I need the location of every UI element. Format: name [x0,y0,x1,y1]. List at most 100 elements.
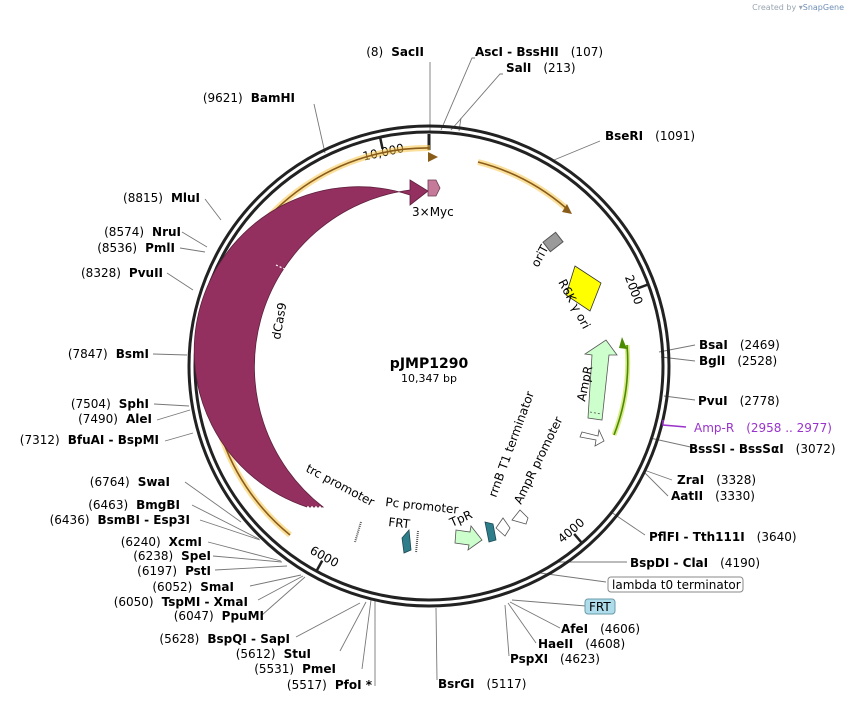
site-label-bsai: BsaI (2469) [699,338,780,352]
r6k-ori-box [565,265,602,312]
feature-label-3xmyc: 3×Myc [412,205,454,219]
site-label-mlui: (8815)MluI [123,191,200,205]
site-position: (7490) [78,412,118,426]
trc-promoter-mark [354,521,362,543]
tick-label: 2000 [622,273,646,307]
site-enzyme-name: PvuII [129,266,163,280]
site-enzyme-name: PfoI * [335,678,373,692]
site-label-bamhi: (9621)BamHI [203,91,295,105]
dcas9-dash [275,264,292,273]
site-position: (4623) [560,652,600,666]
site-enzyme-name: MluI [171,191,200,205]
site-label-afei: AfeI (4606) [561,622,640,636]
site-label-bseri: BseRI(1091) [605,129,695,143]
site-label-nrui: (8574) NruI [104,225,181,239]
feature-label-dcas9: dCas9 [269,301,289,340]
site-position: (4606) [600,622,640,636]
site-enzyme-name: SphI [119,397,149,411]
tick-mark [636,283,649,290]
site-label-alei: (7490)AleI [78,412,152,426]
credit-prefix: Created by [752,3,797,12]
site-enzyme-name: PvuI [698,394,728,408]
frt-box-label: FRT [589,600,611,614]
site-label-bspqi: (5628) BspQI - SapI [159,632,290,646]
lambda-t0-terminator-label: lambda t0 terminator [612,578,741,592]
site-position: (4608) [585,637,625,651]
site-position: (6238) [133,549,173,563]
site-position: (6436) [50,513,90,527]
site-position: (2778) [740,394,780,408]
site-enzyme-name: PpuMI [222,609,264,623]
site-label-bfuai: (7312)BfuAI - BspMI [20,433,159,447]
site-position: (2528) [737,354,777,368]
ampr-dash [589,411,602,415]
site-position: (7504) [71,397,111,411]
site-label-zrai: ZraI (3328) [677,473,756,487]
site-position: (6764) [90,475,130,489]
ampr-promoter-small-shape [495,517,511,537]
site-enzyme-name: BspQI - SapI [207,632,290,646]
site-enzyme-name: PmlI [145,241,175,255]
site-enzyme-name: ZraI [677,473,704,487]
rrnb-terminator-shape [511,509,529,525]
site-position: (3328) [716,473,756,487]
site-position: (3330) [715,489,755,503]
site-position: (5628) [159,632,199,646]
site-enzyme-name: XcmI [169,535,202,549]
site-position: (8328) [81,266,121,280]
site-label-pmei: (5531) PmeI [254,662,336,676]
site-position: (3640) [757,530,797,544]
site-enzyme-name: SwaI [138,475,170,489]
ampr-orf-head [619,337,627,349]
site-enzyme-name: BsmI [116,347,149,361]
site-enzyme-name: SpeI [181,549,211,563]
site-enzyme-name: BspDI - ClaI [630,556,708,570]
tick-mark [315,560,324,572]
site-label-bsmi: (7847)BsmI [68,347,149,361]
orf-arrow-head-right [562,204,572,214]
tick-mark [378,136,384,150]
site-position: (4190) [720,556,760,570]
frt-box [584,598,616,615]
site-position: (6052) [152,580,192,594]
site-position: (5531) [254,662,294,676]
site-leader-lines [152,57,696,686]
site-label-pfoi: (5517)PfoI * [287,678,373,692]
lambda-t0-box [607,576,744,593]
ampr-orf-line [613,344,629,436]
site-enzyme-name: SalI [506,61,531,75]
site-label-tspmi: (6050)TspMI - XmaI [114,595,248,609]
site-label-bmgbi: (6463)BmgBI [88,498,180,512]
site-position: (8574) [104,225,144,239]
site-position: (2469) [740,338,780,352]
orf-arc-right [477,161,567,209]
credit-brand: SnapGene [802,3,844,12]
site-label-ppumi: (6047) PpuMI [174,609,264,623]
site-label-psti: (6197) PstI [137,564,211,578]
site-enzyme-name: PmeI [302,662,336,676]
site-position: (6050) [114,595,154,609]
site-position: (6240) [121,535,161,549]
site-label-bsmbi: (6436)BsmBI - Esp3I [50,513,190,527]
site-label-spei: (6238) SpeI [133,549,211,563]
site-enzyme-name: AfeI [561,622,588,636]
site-label-xcmi: (6240) XcmI [121,535,202,549]
site-enzyme-name: PflFI - Tth111I [649,530,745,544]
plasmid-name: pJMP1290 [390,356,469,372]
site-position: (6047) [174,609,214,623]
site-enzyme-name: NruI [152,225,181,239]
site-label-bgli: BglI(2528) [699,354,777,368]
site-enzyme-name: BsaI [699,338,728,352]
site-position: (6197) [137,564,177,578]
snapgene-logo-icon: ▾ [798,3,803,12]
site-enzyme-name: HaeII [538,637,573,651]
snapgene-credit: Created by ▾SnapGene [752,3,844,12]
site-enzyme-name: BmgBI [136,498,180,512]
site-label-aatii: AatII(3330) [671,489,755,503]
pc-promoter-mark [415,530,419,554]
site-label-bsssi: BssSI - BssSαI(3072) [689,442,836,456]
site-enzyme-name: PstI [185,564,211,578]
site-label-smai: (6052)SmaI [152,580,234,594]
site-enzyme-name: BssSI - BssSαI [689,442,784,456]
